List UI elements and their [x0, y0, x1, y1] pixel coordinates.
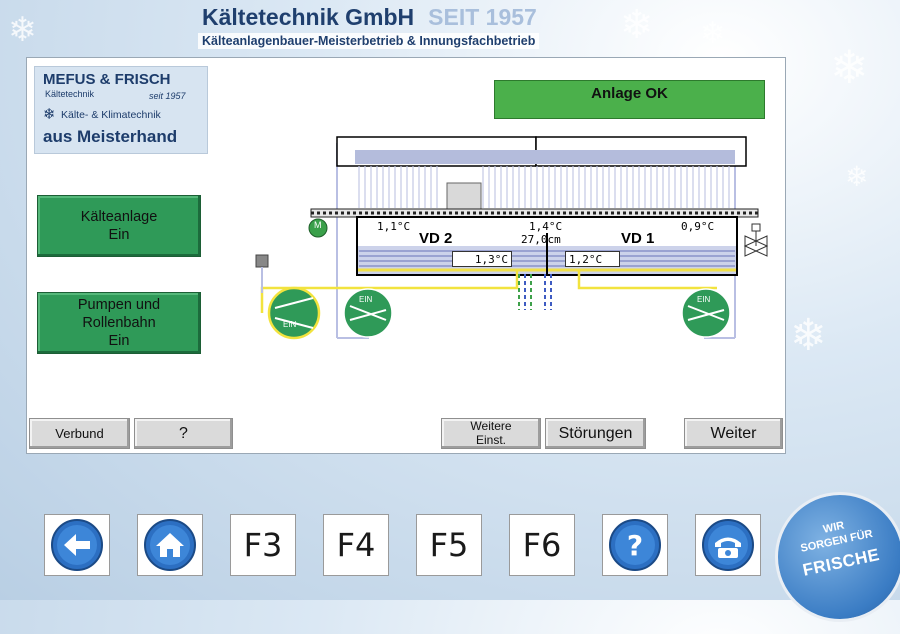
kaelteanlage-label: Kälteanlage	[80, 208, 158, 225]
product-box	[446, 182, 482, 210]
company-subtitle: Kälteanlagenbauer-Meisterbetrieb & Innun…	[198, 33, 540, 49]
kaelteanlage-toggle-button[interactable]: Kälteanlage Ein	[37, 195, 201, 257]
temp-left-readout: 1,1°C	[377, 220, 411, 233]
back-arrow-icon	[51, 519, 103, 571]
pumpen-state: Ein	[108, 333, 130, 350]
logo-since: seit 1957	[149, 91, 186, 101]
phone-icon	[702, 519, 754, 571]
zone-vd2-label: VD 2	[419, 230, 453, 247]
f4-label: F4	[336, 526, 376, 564]
weitere-label-line2: Einst.	[475, 432, 506, 447]
f5-label: F5	[429, 526, 469, 564]
pump-2-state: EIN	[359, 295, 373, 304]
kaelteanlage-state: Ein	[108, 227, 130, 243]
logo-sub: Kältetechnik	[45, 89, 95, 99]
logo-slogan: aus Meisterhand	[43, 127, 178, 146]
f3-key[interactable]: F3	[230, 514, 296, 576]
snowflake-icon: ❄	[8, 10, 37, 50]
home-icon	[144, 519, 196, 571]
f3-label: F3	[243, 526, 283, 564]
snowflake-icon: ❄	[700, 16, 726, 51]
zone-vd1-label: VD 1	[621, 230, 655, 247]
drain-lines	[518, 274, 552, 310]
spray-curtain	[358, 166, 730, 208]
verbund-button[interactable]: Verbund	[29, 418, 130, 449]
pumpen-rollenbahn-toggle-button[interactable]: Pumpen und Rollenbahn Ein	[37, 292, 201, 354]
snowflake-icon: ❄	[830, 40, 869, 94]
pump-left-state: EIN	[283, 320, 297, 329]
pump-1-state: EIN	[697, 295, 711, 304]
pumpen-label-line1: Pumpen und	[77, 296, 161, 313]
pumpen-label-line2: Rollenbahn	[82, 314, 156, 331]
status-indicator: Anlage OK	[494, 80, 765, 119]
motor-icon	[308, 218, 328, 238]
logo-tagline: Kälte- & Klimatechnik	[61, 109, 161, 121]
svg-text:?: ?	[627, 529, 643, 562]
home-key[interactable]	[137, 514, 203, 576]
weitere-einstellungen-button[interactable]: Weitere Einst.	[441, 418, 541, 449]
sensor-probe	[255, 254, 269, 268]
level-readout: 27,0cm	[521, 233, 561, 246]
temp-right-readout: 0,9°C	[681, 220, 715, 233]
back-key[interactable]	[44, 514, 110, 576]
help-key[interactable]: ?	[602, 514, 668, 576]
snowflake-icon: ❄	[790, 310, 827, 361]
f6-label: F6	[522, 526, 562, 564]
pump-1	[681, 288, 731, 338]
motor-label: M	[314, 220, 322, 230]
pump-2	[343, 288, 393, 338]
sensor-left-readout: 1,3°C	[452, 251, 512, 267]
snowflake-icon: ❄	[845, 160, 869, 193]
weitere-label-line1: Weitere	[470, 419, 512, 434]
process-diagram	[255, 136, 769, 340]
weiter-button[interactable]: Weiter	[684, 418, 783, 449]
snowflake-icon: ❄	[43, 105, 56, 123]
sensor-right-readout: 1,2°C	[565, 251, 620, 267]
f6-key[interactable]: F6	[509, 514, 575, 576]
logo-name: MEFUS & FRISCH	[43, 71, 171, 88]
main-panel: MEFUS & FRISCH Kältetechnik seit 1957 ❄ …	[26, 57, 786, 454]
temp-center-readout: 1,4°C	[529, 220, 563, 233]
company-logo: MEFUS & FRISCH Kältetechnik seit 1957 ❄ …	[34, 66, 208, 154]
frische-badge: WIR SORGEN FÜR FRISCHE	[762, 479, 900, 634]
help-icon: ?	[609, 519, 661, 571]
f5-key[interactable]: F5	[416, 514, 482, 576]
phone-key[interactable]	[695, 514, 761, 576]
pipe-yellow	[260, 270, 717, 313]
f4-key[interactable]: F4	[323, 514, 389, 576]
since-label: SEIT 1957	[428, 4, 537, 30]
help-button[interactable]: ?	[134, 418, 233, 449]
snowflake-icon: ❄	[620, 2, 654, 48]
pump-left	[267, 286, 321, 340]
stoerungen-button[interactable]: Störungen	[545, 418, 646, 449]
